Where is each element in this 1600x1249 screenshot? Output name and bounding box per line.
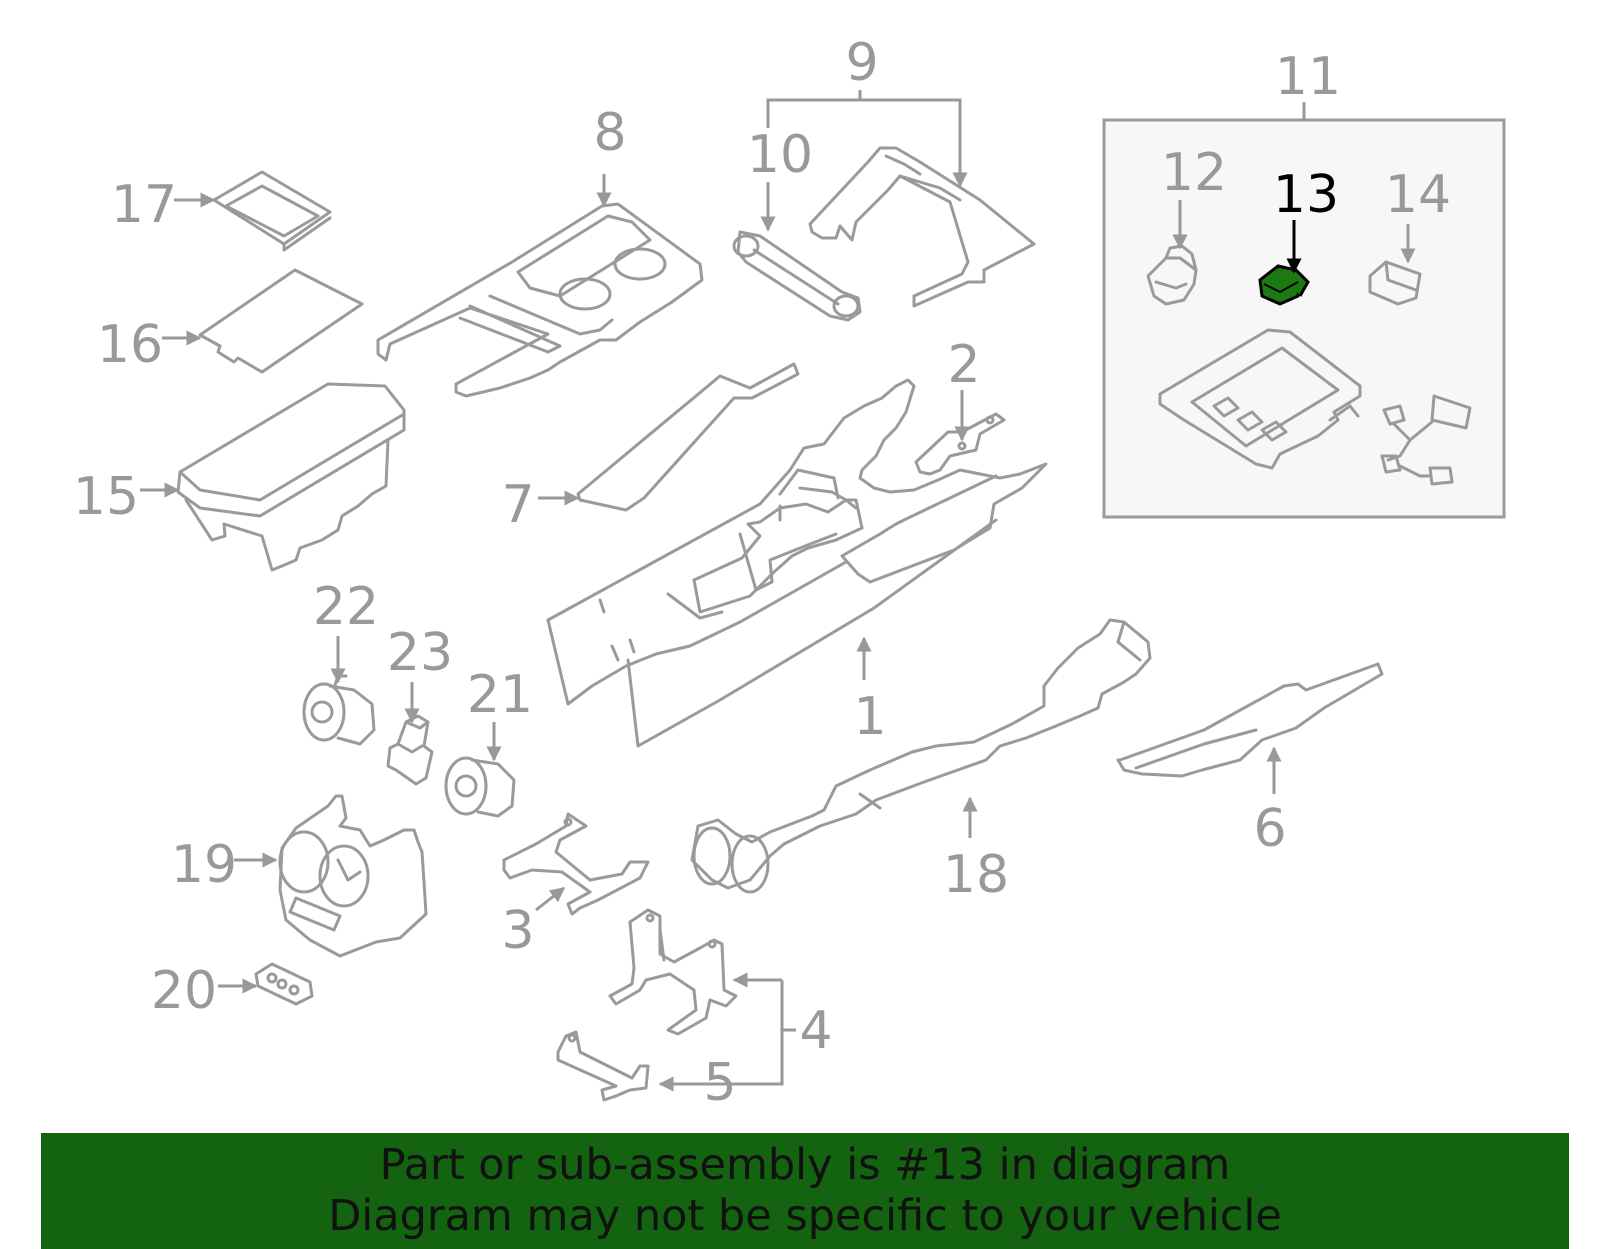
part-23-connector	[386, 714, 434, 786]
callout-19: 19	[171, 835, 237, 895]
callout-10: 10	[747, 125, 813, 185]
part-6-side-panel	[1116, 662, 1384, 778]
part-9-shifter-trim	[808, 146, 1036, 308]
callout-22: 22	[313, 577, 379, 637]
callout-7: 7	[501, 475, 534, 535]
callout-23: 23	[387, 623, 453, 683]
callout-20: 20	[151, 961, 217, 1021]
callout-13: 13	[1273, 165, 1339, 225]
part-11-module	[1158, 328, 1362, 470]
callout-3: 3	[501, 901, 534, 961]
part-2-bracket	[914, 412, 1006, 476]
part-16-pad	[198, 268, 364, 374]
part-5-brace	[556, 1030, 650, 1102]
callout-12: 12	[1161, 143, 1227, 203]
footer-line-1: Part or sub-assembly is #13 in diagram	[379, 1140, 1231, 1190]
part-15-armrest	[176, 382, 406, 572]
part-20-switch	[254, 962, 314, 1006]
callout-8: 8	[593, 103, 626, 163]
callout-21: 21	[467, 665, 533, 725]
part-7-side-trim	[576, 362, 800, 512]
callout-14: 14	[1385, 165, 1451, 225]
part-8-upper-bezel	[376, 202, 704, 398]
part-14-module	[1368, 260, 1422, 306]
part-18-duct	[690, 618, 1152, 894]
part-1-console-body	[546, 378, 1048, 748]
callout-4: 4	[799, 1001, 832, 1061]
part-11-harness	[1380, 394, 1472, 486]
callout-1: 1	[853, 687, 886, 747]
inset-box-11	[1102, 118, 1506, 519]
callout-labels: 9 10 8 17 16 15 7 2 1 11 12 13 14 22 23 …	[73, 33, 1451, 1113]
part-4-bracket	[608, 908, 738, 1036]
part-10-trim-rail	[732, 230, 862, 322]
callout-5: 5	[703, 1053, 736, 1113]
callout-15: 15	[73, 467, 139, 527]
callout-18: 18	[943, 845, 1009, 905]
callout-9: 9	[845, 33, 878, 93]
footer-line-2: Diagram may not be specific to your vehi…	[328, 1191, 1282, 1241]
part-17-tray	[212, 170, 332, 252]
part-21-socket	[444, 756, 516, 818]
part-22-socket	[302, 674, 376, 746]
callout-6: 6	[1253, 799, 1286, 859]
part-19-cupholder-housing	[278, 794, 428, 958]
footer-banner: Part or sub-assembly is #13 in diagram D…	[41, 1133, 1569, 1249]
callout-16: 16	[97, 315, 163, 375]
callout-2: 2	[947, 335, 980, 395]
part-3-bracket	[502, 812, 650, 916]
callout-11: 11	[1275, 47, 1341, 107]
leader-lines	[140, 90, 1416, 1092]
callout-17: 17	[111, 175, 177, 235]
